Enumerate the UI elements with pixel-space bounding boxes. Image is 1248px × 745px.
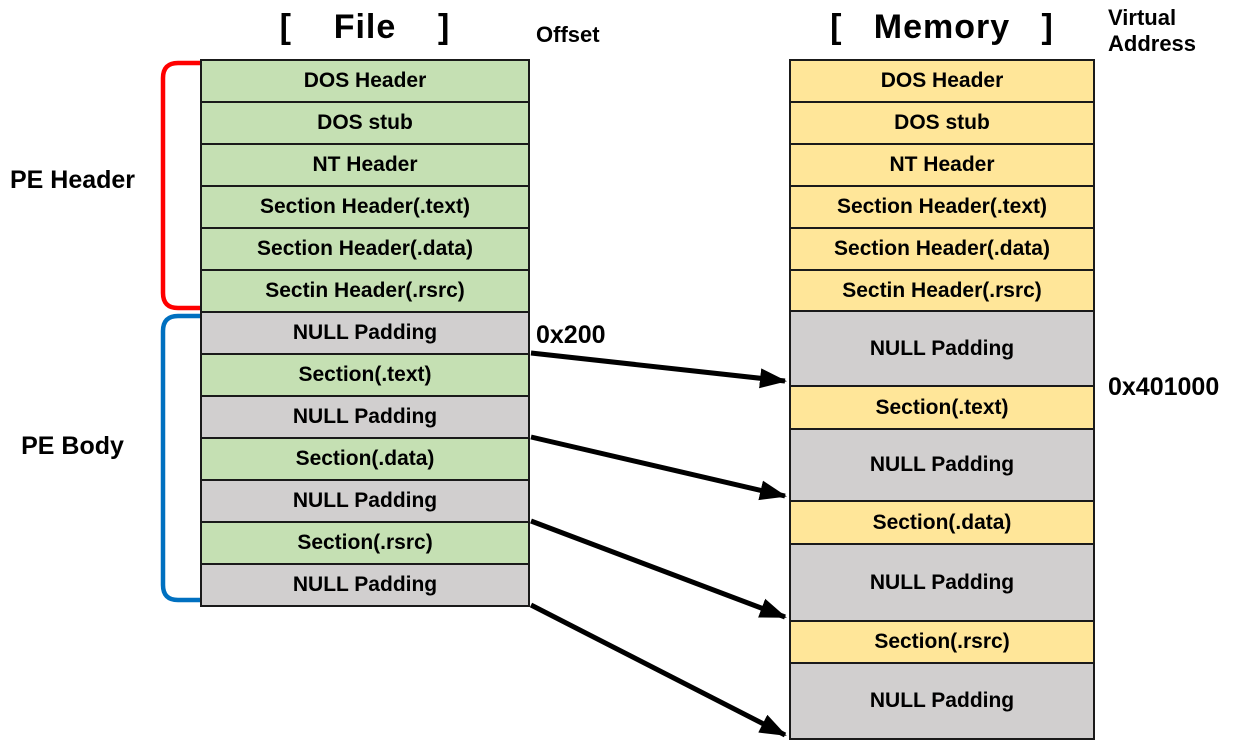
pe-body-label: PE Body [21, 432, 124, 460]
memory-row-dos-stub: DOS stub [789, 101, 1095, 145]
memory-column: DOS Header DOS stub NT Header Section He… [789, 59, 1095, 740]
file-row-null-padding-3: NULL Padding [200, 479, 530, 523]
file-row-label: NULL Padding [292, 573, 438, 596]
file-row-label: DOS Header [303, 69, 427, 92]
memory-row-section-header-text: Section Header(.text) [789, 185, 1095, 229]
file-row-label: NULL Padding [292, 489, 438, 512]
memory-row-label: DOS stub [894, 111, 990, 134]
memory-row-label: Section Header(.data) [834, 237, 1050, 260]
pe-header-bracket [160, 60, 204, 311]
file-row-dos-header: DOS Header [200, 59, 530, 103]
memory-row-label: Section(.data) [872, 510, 1012, 534]
memory-row-label: Sectin Header(.rsrc) [842, 278, 1042, 302]
memory-row-section-data: Section(.data) [789, 500, 1095, 545]
file-row-label: NULL Padding [292, 405, 438, 428]
file-row-dos-stub: DOS stub [200, 101, 530, 145]
mapping-arrow-file-end [529, 602, 787, 738]
mapping-arrow-section-rsrc [530, 518, 787, 620]
memory-row-label: NULL Padding [869, 336, 1015, 360]
pe-header-label: PE Header [9, 166, 136, 194]
virtual-address-value: 0x401000 [1108, 373, 1220, 401]
file-row-label: NT Header [312, 153, 418, 176]
file-row-null-padding-1: NULL Padding [200, 311, 530, 355]
file-row-null-padding-4: NULL Padding [200, 563, 530, 607]
file-row-nt-header: NT Header [200, 143, 530, 187]
memory-row-null-padding-2: NULL Padding [789, 428, 1095, 502]
mapping-arrow-section-data [530, 434, 787, 501]
memory-row-dos-header: DOS Header [789, 59, 1095, 103]
file-row-label: Sectin Header(.rsrc) [265, 279, 465, 302]
file-row-section-text: Section(.text) [200, 353, 530, 397]
memory-row-label: NT Header [889, 153, 995, 176]
file-row-label: Section(.rsrc) [297, 531, 433, 554]
offset-label: Offset [536, 22, 600, 47]
file-row-section-header-text: Section Header(.text) [200, 185, 530, 229]
file-row-label: DOS stub [317, 111, 413, 134]
virtual-address-label: Virtual Address [1108, 5, 1197, 56]
offset-value: 0x200 [536, 321, 606, 349]
memory-row-label: Section(.text) [875, 395, 1009, 419]
mapping-arrow-section-text [530, 350, 787, 389]
file-row-label: Section(.text) [298, 363, 432, 386]
memory-row-null-padding-3: NULL Padding [789, 543, 1095, 622]
file-row-label: Section Header(.data) [257, 237, 473, 260]
file-row-section-rsrc: Section(.rsrc) [200, 521, 530, 565]
file-row-label: Section(.data) [295, 447, 435, 470]
file-column-title: [ File ] [279, 8, 451, 46]
memory-row-section-text: Section(.text) [789, 385, 1095, 430]
memory-row-label: NULL Padding [869, 453, 1015, 476]
memory-row-null-padding-4: NULL Padding [789, 662, 1095, 740]
memory-row-label: DOS Header [880, 69, 1004, 92]
file-row-section-header-data: Section Header(.data) [200, 227, 530, 271]
memory-row-label: NULL Padding [869, 570, 1015, 594]
file-row-section-data: Section(.data) [200, 437, 530, 481]
file-column: DOS Header DOS stub NT Header Section He… [200, 59, 530, 607]
memory-row-null-padding-1: NULL Padding [789, 310, 1095, 387]
memory-row-section-rsrc: Section(.rsrc) [789, 620, 1095, 664]
file-row-label: Section Header(.text) [259, 195, 471, 218]
memory-row-nt-header: NT Header [789, 143, 1095, 187]
memory-column-title: [ Memory ] [830, 8, 1054, 46]
memory-row-label: NULL Padding [869, 689, 1015, 712]
file-row-label: NULL Padding [292, 321, 438, 344]
memory-row-label: Section Header(.text) [836, 195, 1048, 218]
pe-body-bracket [160, 313, 204, 603]
file-row-null-padding-2: NULL Padding [200, 395, 530, 439]
memory-row-label: Section(.rsrc) [874, 630, 1010, 653]
file-row-section-header-rsrc: Sectin Header(.rsrc) [200, 269, 530, 313]
memory-row-section-header-data: Section Header(.data) [789, 227, 1095, 271]
memory-row-section-header-rsrc: Sectin Header(.rsrc) [789, 269, 1095, 312]
